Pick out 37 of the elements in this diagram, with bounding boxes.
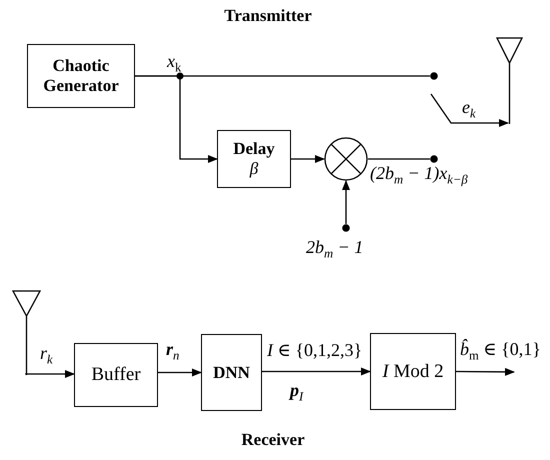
arrow [135,75,218,163]
arrow [342,180,350,224]
arrow [158,368,202,376]
box-label: Buffer [91,364,141,386]
section-heading: Transmitter [224,7,312,26]
box-label: β [250,159,258,179]
terminal-dot [342,224,350,232]
multiplier-circle [324,137,368,181]
process-box [370,333,456,410]
connector-line [368,158,430,160]
process-box [217,130,291,188]
edge-label: r$_{k}$ [40,344,53,368]
edge-label: I ∈ {0,1,2,3} [267,341,362,361]
arrow [291,155,325,163]
signal-label: p$_{I}$ [290,381,304,404]
box-label: I Mod 2 [382,360,444,382]
edge-label: e$_{k}$ [462,98,476,122]
box-label: Chaotic Generator [42,56,120,96]
antenna-icon [12,290,41,375]
process-box [27,44,135,108]
process-box [74,343,158,407]
terminal-dot [430,155,438,163]
signal-label: x$_{k}$ [167,52,182,76]
arrow [262,368,371,376]
box-label: DNN [213,362,250,382]
edge-label: r$_{n}$ [166,340,180,364]
arrow [24,370,75,378]
signal-label: (2b$_{m}$ − 1)x$_{k−β}$ [370,164,468,188]
process-box [201,334,262,411]
arrow [456,368,515,376]
signal-label: 2b$_{m}$ − 1 [306,238,364,262]
arrow [430,94,509,127]
edge-label: b̂$_{m}$ ∈ {0,1} [460,340,541,364]
box-label: Delay [233,139,275,159]
section-heading: Receiver [241,431,305,450]
terminal-dot [430,72,438,80]
antenna-icon [496,37,523,124]
